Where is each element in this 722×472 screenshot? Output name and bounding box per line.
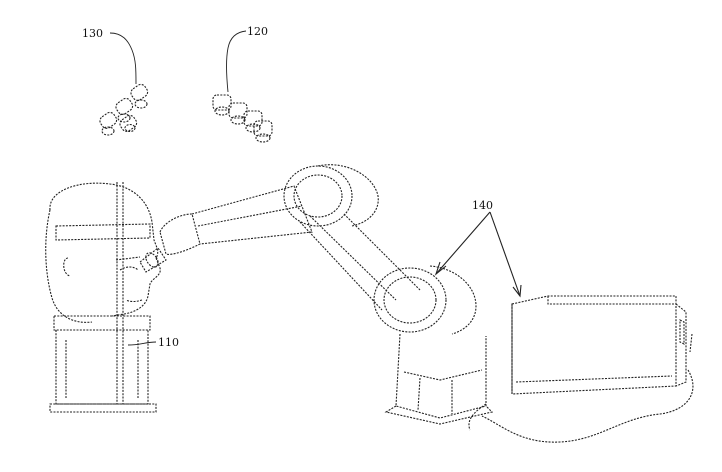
- camera-cluster-120: [212, 94, 273, 143]
- ref-label-110: 110: [158, 336, 179, 349]
- leader-110: [127, 341, 157, 346]
- head-fixture-110: [45, 182, 161, 413]
- cable: [468, 369, 694, 443]
- leader-120: [226, 30, 247, 93]
- camera-cluster-130: [99, 83, 149, 136]
- leader-130: [109, 32, 137, 85]
- ref-label-130: 130: [82, 27, 103, 40]
- ref-label-140: 140: [472, 199, 493, 212]
- robot-arm-140: [139, 164, 494, 425]
- controller-box: [511, 295, 693, 395]
- leader-140: [434, 211, 522, 298]
- ref-label-120: 120: [247, 25, 268, 38]
